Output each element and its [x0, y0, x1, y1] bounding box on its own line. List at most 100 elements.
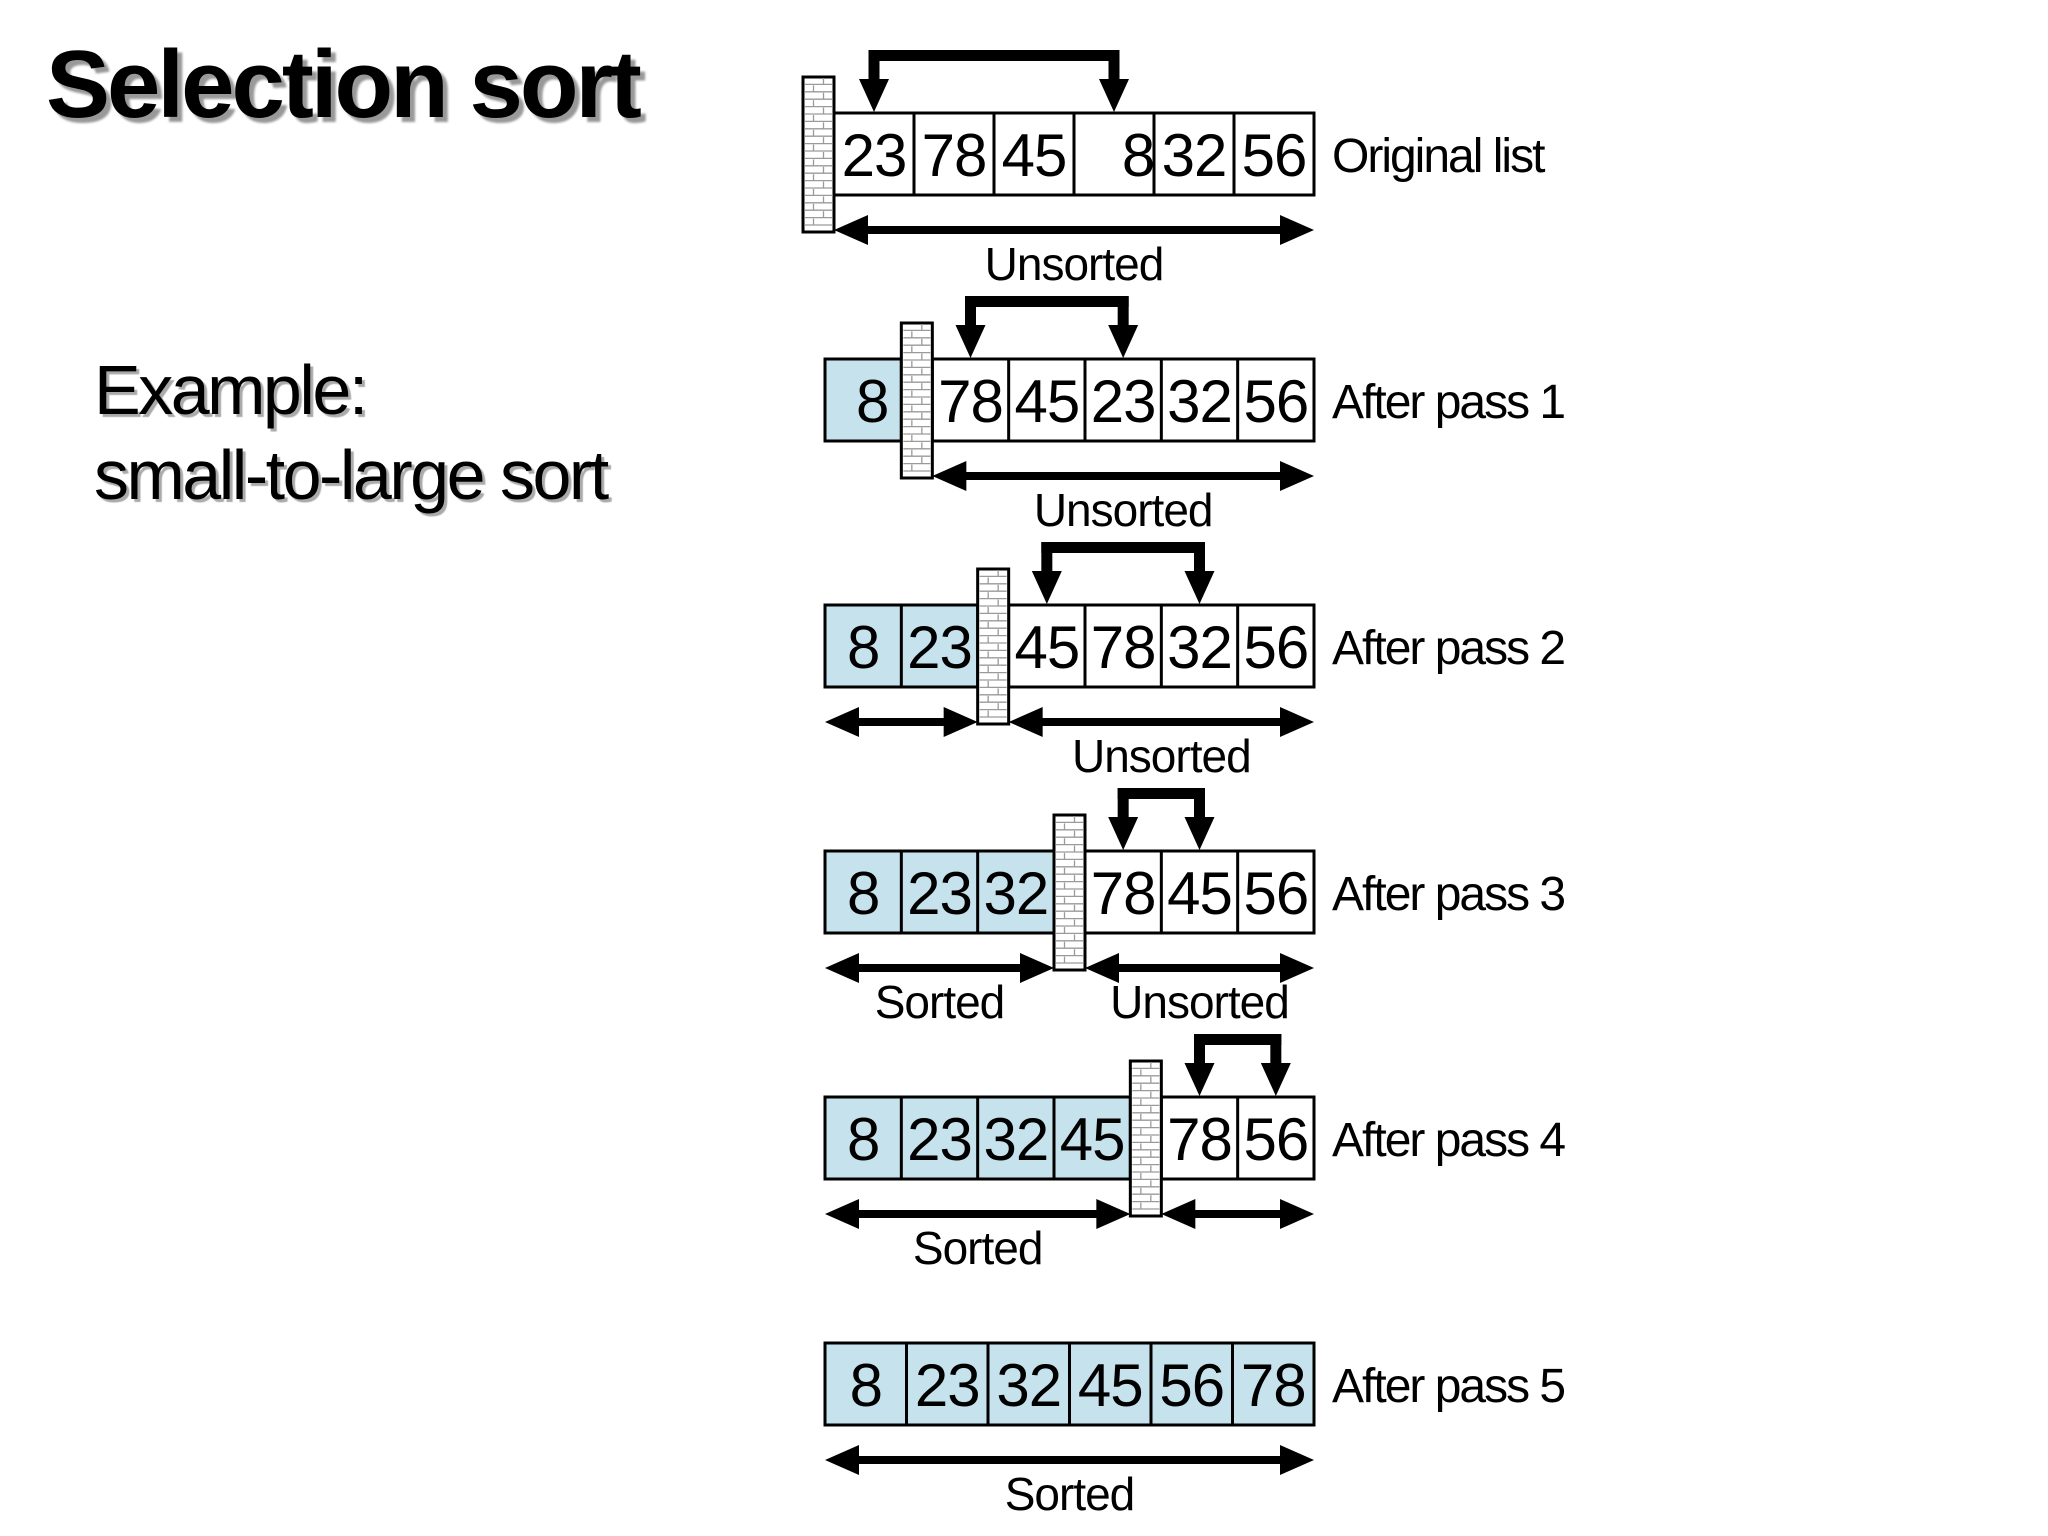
cell-value: 8: [856, 368, 888, 435]
compare-bracket-stem: [1108, 50, 1120, 81]
range-arrowhead-right-icon: [1280, 707, 1314, 737]
compare-arrowhead-icon: [955, 325, 986, 358]
cell-value: 45: [1014, 368, 1079, 435]
range-arrowhead-left-icon: [1008, 707, 1043, 737]
cell-value: 23: [915, 1352, 980, 1419]
cell-value: 23: [907, 614, 972, 681]
range-arrowhead-left-icon: [825, 1199, 859, 1229]
compare-bracket-stem: [868, 50, 880, 81]
range-arrowhead-right-icon: [1096, 1199, 1131, 1229]
range-label-unsorted: Unsorted: [1072, 730, 1251, 782]
cell-value: 78: [1091, 614, 1156, 681]
range-arrowhead-left-icon: [825, 707, 859, 737]
compare-bracket-stem: [1194, 542, 1205, 573]
compare-arrowhead-icon: [1031, 571, 1062, 604]
example-caption: Example: small-to-large sort: [94, 348, 609, 518]
cell-value: 8: [847, 614, 879, 681]
range-arrowhead-left-icon: [825, 953, 859, 983]
range-arrowhead-left-icon: [1085, 953, 1119, 983]
cell-value: 56: [1159, 1352, 1224, 1419]
after-pass-5-side-label: After pass 5: [1332, 1360, 1564, 1413]
cell-value: 78: [1241, 1352, 1306, 1419]
cell-value: 78: [1167, 1106, 1232, 1173]
original-list-divider-wall: [801, 75, 836, 234]
slide-title: Selection sort: [46, 31, 642, 138]
range-label-unsorted: Unsorted: [985, 238, 1164, 290]
after-pass-1-unsorted-cells-group: [930, 357, 1316, 443]
range-arrowhead-right-icon: [1280, 1199, 1314, 1229]
range-arrowhead-right-icon: [1020, 953, 1054, 983]
range-label-sorted: Sorted: [875, 976, 1005, 1028]
cell-value: 45: [1167, 860, 1232, 927]
cell-value: 32: [1167, 368, 1232, 435]
original-list-side-label: Original list: [1332, 130, 1545, 183]
after-pass-4-divider-wall: [1128, 1059, 1163, 1218]
range-arrowhead-left-icon: [1161, 1199, 1196, 1229]
cell-value: 32: [1162, 122, 1227, 189]
compare-bracket-stem: [1194, 1034, 1205, 1065]
after-pass-3-sorted-cells-group: [823, 849, 1056, 935]
cell-value: 56: [1243, 860, 1308, 927]
compare-arrowhead-icon: [1184, 571, 1215, 604]
after-pass-3-side-label: After pass 3: [1332, 868, 1564, 921]
compare-bracket-stem: [965, 296, 976, 327]
compare-arrowhead-icon: [1184, 1063, 1215, 1096]
cell-value: 45: [1060, 1106, 1125, 1173]
example-caption-line2: small-to-large sort: [94, 436, 609, 514]
after-pass-1-sorted-cells-group: [823, 357, 903, 443]
range-arrowhead-left-icon: [834, 215, 868, 245]
cell-value: 8: [847, 860, 879, 927]
cell-value: 56: [1243, 368, 1308, 435]
compare-arrowhead-icon: [1108, 325, 1139, 358]
original-list-compare-bracket-bar: [868, 50, 1120, 61]
after-pass-2-divider-wall: [976, 567, 1011, 726]
cell-value: 23: [842, 122, 907, 189]
cell-value: 32: [983, 860, 1048, 927]
cell-value: 23: [1091, 368, 1156, 435]
after-pass-3-compare-bracket-bar: [1117, 788, 1205, 799]
cell-value: 45: [1002, 122, 1067, 189]
range-arrowhead-right-icon: [943, 707, 978, 737]
after-pass-1-divider-wall: [899, 321, 934, 480]
cell-value: 45: [1014, 614, 1079, 681]
example-caption-line1: Example:: [94, 351, 368, 429]
cell-value: 78: [1091, 860, 1156, 927]
cell-value: 56: [1242, 122, 1307, 189]
compare-bracket-stem: [1117, 788, 1129, 819]
cell-value: 78: [922, 122, 987, 189]
after-pass-1-compare-bracket-bar: [965, 296, 1129, 307]
compare-bracket-stem: [1117, 296, 1129, 327]
after-pass-3-divider-wall: [1052, 813, 1087, 972]
compare-arrowhead-icon: [1099, 79, 1129, 112]
compare-arrowhead-icon: [1108, 817, 1139, 850]
after-pass-4-side-label: After pass 4: [1332, 1114, 1565, 1167]
cell-value: 56: [1243, 614, 1308, 681]
range-arrowhead-right-icon: [1280, 1445, 1314, 1475]
range-arrowhead-left-icon: [932, 461, 967, 491]
compare-arrowhead-icon: [1260, 1063, 1291, 1096]
cell-value: 78: [938, 368, 1003, 435]
cell-value: 8: [1122, 122, 1154, 189]
cell-value: 23: [907, 860, 972, 927]
range-label-sorted: Sorted: [913, 1222, 1043, 1274]
range-arrowhead-left-icon: [825, 1445, 859, 1475]
cell-value: 8: [847, 1106, 879, 1173]
compare-bracket-stem: [1194, 788, 1205, 819]
after-pass-1-side-label: After pass 1: [1332, 376, 1564, 429]
range-arrowhead-right-icon: [1280, 953, 1314, 983]
after-pass-4-compare-bracket-bar: [1194, 1034, 1282, 1045]
after-pass-2-side-label: After pass 2: [1332, 622, 1564, 675]
after-pass-2-compare-bracket-bar: [1041, 542, 1205, 553]
cell-value: 23: [907, 1106, 972, 1173]
range-arrowhead-right-icon: [1280, 461, 1314, 491]
cell-value: 32: [1167, 614, 1232, 681]
compare-bracket-stem: [1270, 1034, 1282, 1065]
compare-bracket-stem: [1041, 542, 1053, 573]
cell-value: 56: [1243, 1106, 1308, 1173]
range-label-unsorted: Unsorted: [1034, 484, 1213, 536]
cell-value: 8: [850, 1352, 882, 1419]
range-label-sorted: Sorted: [1005, 1468, 1135, 1520]
cell-value: 32: [983, 1106, 1048, 1173]
compare-arrowhead-icon: [1184, 817, 1215, 850]
